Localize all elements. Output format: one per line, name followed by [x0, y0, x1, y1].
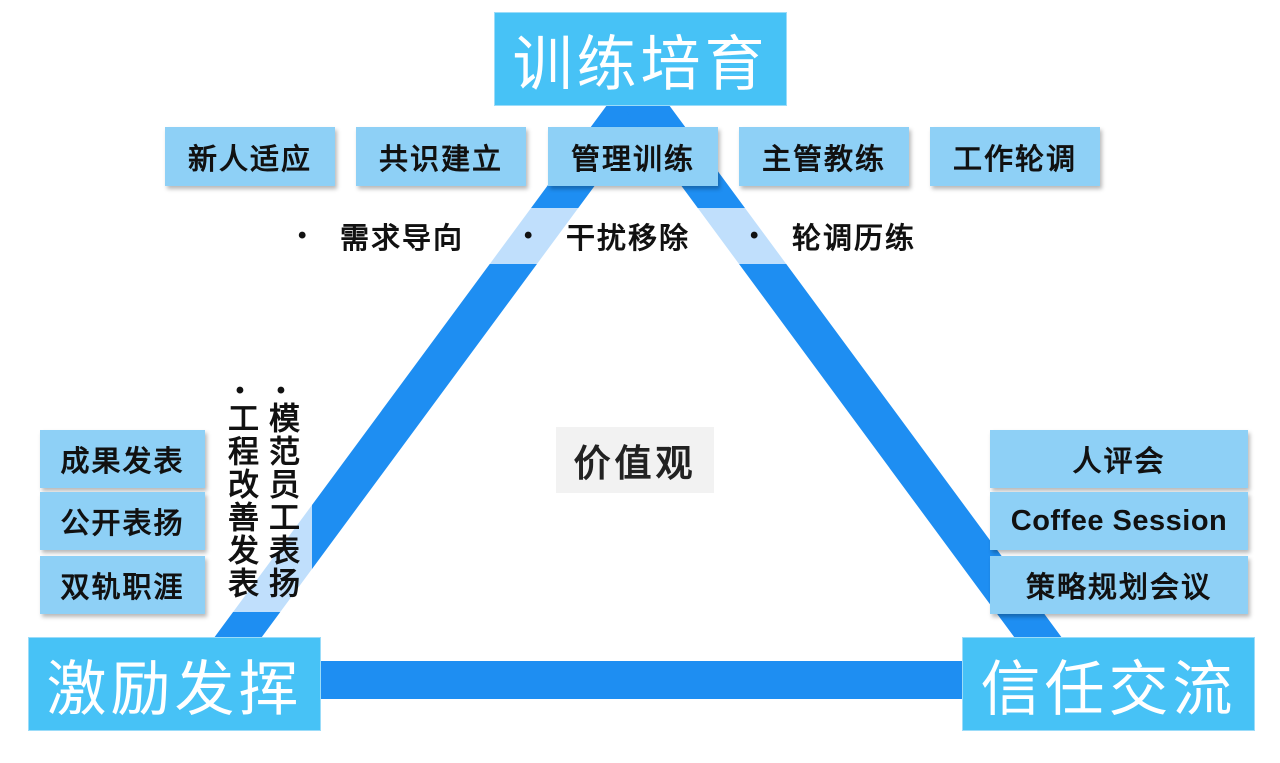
- training-bullet-text: 轮调历练: [792, 223, 917, 255]
- trust-item: 策略规划会议: [990, 556, 1248, 614]
- corner-training: 训练培育: [494, 12, 787, 106]
- training-bullet: • 干扰移除: [524, 208, 690, 264]
- training-bullet-text: 干扰移除: [566, 223, 691, 255]
- bullet-glyph: •: [235, 377, 245, 404]
- motivation-bullet: • 工程改善发表: [223, 377, 258, 601]
- hub-values: 价值观: [556, 427, 714, 493]
- corner-motivation: 激励发挥: [28, 637, 321, 731]
- training-bullet-list: • 需求导向 • 干扰移除 • 轮调历练: [288, 208, 985, 264]
- training-item: 工作轮调: [930, 127, 1100, 186]
- training-item: 管理训练: [548, 127, 718, 186]
- corner-trust: 信任交流: [962, 637, 1255, 731]
- trust-item: Coffee Session: [990, 492, 1248, 550]
- motivation-bullet-text: 模范员工表扬: [264, 402, 299, 600]
- motivation-item: 公开表扬: [40, 492, 205, 550]
- motivation-item: 双轨职涯: [40, 556, 205, 614]
- motivation-item: 成果发表: [40, 430, 205, 488]
- trust-item: 人评会: [990, 430, 1248, 488]
- training-item: 主管教练: [739, 127, 909, 186]
- motivation-bullet: • 模范员工表扬: [264, 377, 299, 601]
- bullet-glyph: •: [276, 377, 286, 404]
- bullet-glyph: •: [298, 222, 307, 249]
- motivation-bullet-text: 工程改善发表: [223, 402, 258, 600]
- bullet-glyph: •: [750, 222, 759, 249]
- training-bullet: • 需求导向: [298, 208, 464, 264]
- training-item: 新人适应: [165, 127, 335, 186]
- motivation-bullet-list: • 工程改善发表 • 模范员工表扬: [212, 378, 312, 612]
- training-bullet: • 轮调历练: [750, 208, 916, 264]
- training-item: 共识建立: [356, 127, 526, 186]
- training-bullet-text: 需求导向: [340, 223, 465, 255]
- bullet-glyph: •: [524, 222, 533, 249]
